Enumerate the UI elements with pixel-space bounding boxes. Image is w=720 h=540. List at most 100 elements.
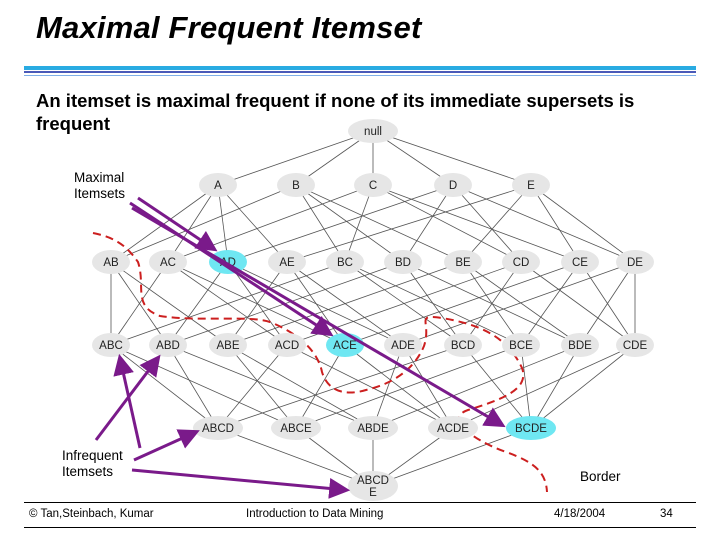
lattice-edge-ABD-ABCD — [167, 344, 219, 429]
node-CE — [561, 250, 599, 274]
node-label-BDE: BDE — [568, 340, 592, 352]
node-BDE — [561, 333, 599, 357]
lattice-edge-A-AD — [217, 184, 229, 263]
lattice-edge-BCE-BCDE — [520, 344, 532, 429]
lattice-edge-CD-ACD — [286, 261, 522, 346]
lattice-edge-D-CD — [452, 184, 522, 263]
lattice-edge-ABC-ABCE — [110, 344, 297, 429]
lattice-edge-BE-ABE — [227, 261, 464, 346]
node-label-AB: AB — [103, 257, 119, 269]
node-label-ACD: ACD — [275, 340, 299, 352]
node-D — [434, 173, 472, 197]
node-AE — [268, 250, 306, 274]
definition-text: An itemset is maximal frequent if none o… — [36, 90, 635, 134]
arrow-maximal-to-BCDE — [131, 206, 506, 428]
lattice-edge-B-BD — [295, 184, 404, 263]
lattice-edge-ACE-ABCE — [295, 344, 346, 429]
title-rule-bottom — [24, 75, 696, 76]
node-label-ABCD: ABCD — [202, 423, 234, 435]
arrow-infrequent-to-ABCD — [133, 429, 200, 462]
lattice-edge-BCDE-ABCDE — [372, 427, 532, 487]
lattice-edge-A-AE — [217, 184, 288, 263]
lattice-edge-BCD-BCDE — [462, 344, 532, 429]
lattice-edge-ACD-ABCD — [217, 344, 288, 429]
node-label-ADE: ADE — [391, 340, 415, 352]
node-E — [512, 173, 550, 197]
lattice-edge-ABD-ABDE — [167, 344, 374, 429]
node-ACD — [268, 333, 306, 357]
node-label-BC: BC — [337, 257, 353, 269]
node-ABCE — [271, 416, 321, 440]
lattice-edge-C-CE — [372, 184, 581, 263]
lattice-edge-CDE-BCDE — [530, 344, 636, 429]
lattice-edge-CD-CDE — [520, 261, 636, 346]
node-BCD — [444, 333, 482, 357]
arrow-infrequent-to-ABC — [113, 353, 142, 449]
lattice-edge-CE-BCE — [520, 261, 581, 346]
node-AB — [92, 250, 130, 274]
node-label-ABDE: ABDE — [357, 423, 389, 435]
node-ABE — [209, 333, 247, 357]
arrow-infrequent-to-ABCDE — [131, 468, 351, 499]
node-label-A: A — [214, 180, 222, 192]
lattice-edge-D-DE — [452, 184, 636, 263]
pointer-arrows — [94, 196, 506, 499]
node-label-E: E — [527, 180, 535, 192]
arrow-infrequent-to-ABD — [94, 354, 161, 441]
node-ABD — [149, 333, 187, 357]
node-label-DE: DE — [627, 257, 643, 269]
lattice-edge-BC-ABC — [110, 261, 346, 346]
title-rule-top — [24, 66, 696, 70]
node-label-ABE: ABE — [216, 340, 239, 352]
node-label-ACE: ACE — [333, 340, 357, 352]
node-BCDE-maximal — [506, 416, 556, 440]
lattice-edge-ABE-ABCE — [227, 344, 297, 429]
node-label-D: D — [449, 180, 457, 192]
lattice-edge-A-AC — [167, 184, 219, 263]
node-label-AE: AE — [279, 257, 295, 269]
node-ABCD — [193, 416, 243, 440]
node-ADE — [384, 333, 422, 357]
node-CDE — [616, 333, 654, 357]
node-ABC — [92, 333, 130, 357]
node-label-BCD: BCD — [451, 340, 475, 352]
node-label-ABCDE-line1: ABCD — [357, 475, 389, 487]
lattice-edge-CE-ACE — [344, 261, 581, 346]
node-label-CDE: CDE — [623, 340, 648, 352]
lattice-edge-BE-BDE — [462, 261, 581, 346]
node-BCE — [502, 333, 540, 357]
node-C — [354, 173, 392, 197]
node-label-BCDE: BCDE — [515, 423, 547, 435]
lattice-edge-DE-BDE — [579, 261, 636, 346]
node-ABDE — [348, 416, 398, 440]
node-ABCDE — [348, 471, 398, 501]
lattice-edge-DE-ADE — [402, 261, 636, 346]
lattice-edge-ACD-ACDE — [286, 344, 454, 429]
infrequent-itemsets-label-text: Infrequent Itemsets — [62, 448, 123, 479]
lattice-edge-BDE-ABDE — [372, 344, 581, 429]
lattice-edge-ADE-ABDE — [372, 344, 404, 429]
lattice-edge-BD-BCD — [402, 261, 464, 346]
lattice-edge-ABE-ABDE — [227, 344, 374, 429]
footer-course: Introduction to Data Mining — [246, 508, 384, 520]
lattice-edge-null-A — [217, 130, 374, 186]
slide-title: Maximal Frequent Itemset — [36, 10, 422, 45]
lattice-edge-B-BE — [295, 184, 464, 263]
node-AD-maximal — [209, 250, 247, 274]
lattice-edge-E-CE — [530, 184, 581, 263]
lattice-edge-AE-ABE — [227, 261, 288, 346]
lattice-edge-AE-ACE — [286, 261, 346, 346]
lattice-edge-ACE-ACDE — [344, 344, 454, 429]
lattice-edge-null-E — [372, 130, 532, 186]
node-CD — [502, 250, 540, 274]
node-BC — [326, 250, 364, 274]
node-label-ABC: ABC — [99, 340, 123, 352]
lattice-edge-AC-ACE — [167, 261, 346, 346]
lattice-edge-A-AB — [110, 184, 219, 263]
footer-date: 4/18/2004 — [554, 508, 606, 520]
node-label-BD: BD — [395, 257, 411, 269]
lattice-edge-CDE-ACDE — [452, 344, 636, 429]
node-label-CD: CD — [513, 257, 530, 269]
maximal-itemsets-label: Maximal Itemsets — [74, 170, 144, 202]
